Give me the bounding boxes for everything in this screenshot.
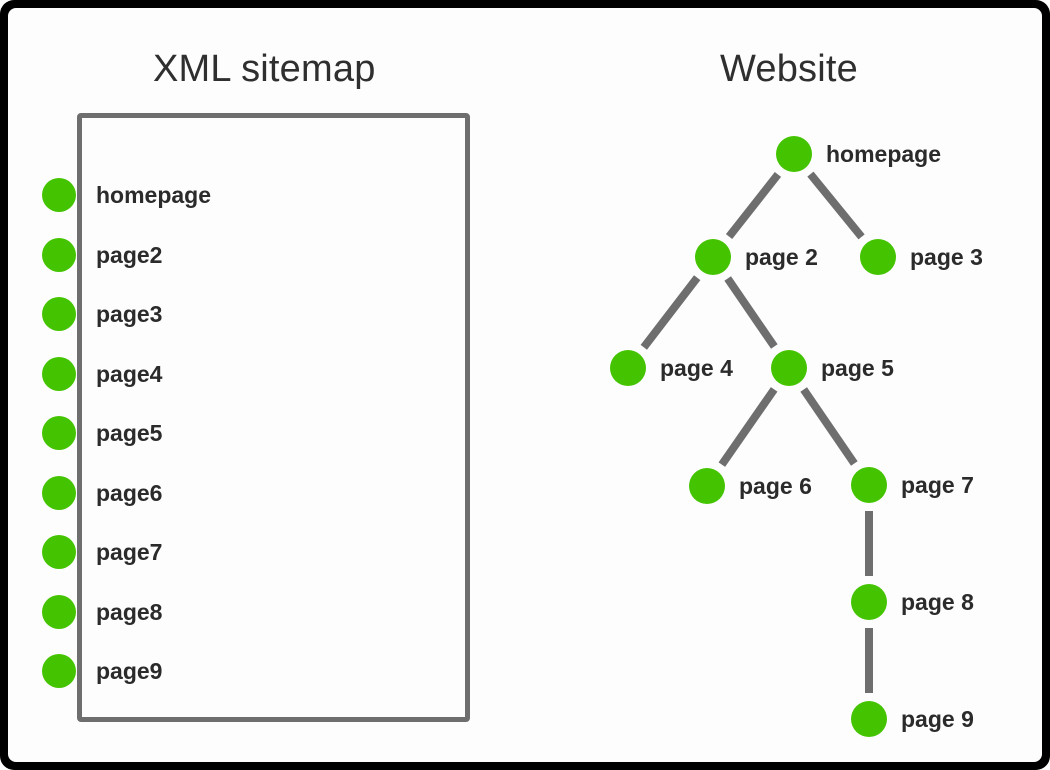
page-node-icon: [771, 350, 807, 386]
tree-node-label: page 5: [821, 354, 894, 381]
tree-edge: [807, 171, 865, 240]
sitemap-list-item: page2: [42, 235, 162, 275]
tree-edge: [800, 387, 858, 466]
tree-node-label: homepage: [826, 140, 942, 167]
page-node-icon: [851, 467, 887, 503]
page-node-icon: [851, 584, 887, 620]
tree-node: page 8: [851, 584, 974, 620]
tree-node-label: page 9: [901, 705, 974, 732]
sitemap-list-item-label: page8: [96, 598, 163, 625]
page-dot-icon: [42, 535, 76, 569]
page-node-icon: [860, 239, 896, 275]
tree-node-label: page 8: [901, 588, 974, 615]
sitemap-list-item-label: page4: [96, 360, 163, 387]
tree-node-label: page 2: [745, 243, 818, 270]
tree-node-label: page 7: [901, 471, 974, 498]
tree-edge: [725, 171, 782, 240]
website-title: Website: [720, 48, 858, 90]
page-node-icon: [689, 468, 725, 504]
page-dot-icon: [42, 476, 76, 510]
tree-edges: [640, 171, 873, 693]
page-node-icon: [610, 350, 646, 386]
sitemap-list-item-label: page9: [96, 657, 163, 684]
xml-sitemap-box: [77, 113, 470, 722]
sitemap-list-item-label: page7: [96, 538, 163, 565]
page-dot-icon: [42, 595, 76, 629]
tree-node-label: page 6: [739, 472, 812, 499]
website-tree: homepage page 2 page 3 page 4 page 5 page 6 pa…: [8, 8, 1042, 762]
sitemap-list-item: page9: [42, 651, 162, 691]
tree-node: page 5: [771, 350, 894, 386]
tree-node-label: page 3: [910, 243, 983, 270]
sitemap-list-item-label: page6: [96, 479, 163, 506]
sitemap-list-item: page6: [42, 473, 162, 513]
sitemap-list-item-label: page3: [96, 300, 163, 327]
tree-node: page 3: [860, 239, 983, 275]
tree-node-label: page 4: [660, 354, 733, 381]
tree-node: page 4: [610, 350, 733, 386]
tree-edge: [724, 276, 778, 349]
page-dot-icon: [42, 654, 76, 688]
sitemap-list-item: homepage: [42, 175, 211, 215]
tree-node: page 2: [695, 239, 818, 275]
sitemap-list-item-label: homepage: [96, 181, 212, 208]
page-dot-icon: [42, 297, 76, 331]
page-dot-icon: [42, 238, 76, 272]
tree-node: page 9: [851, 701, 974, 737]
diagram-canvas: XML sitemap Website homepage page2 page3 pa…: [8, 8, 1042, 762]
page-node-icon: [695, 239, 731, 275]
tree-node: homepage: [776, 136, 941, 172]
sitemap-list-item-label: page5: [96, 419, 163, 446]
tree-edge: [640, 275, 701, 350]
sitemap-list-item-label: page2: [96, 241, 163, 268]
sitemap-list-item: page5: [42, 413, 162, 453]
tree-node: page 6: [689, 468, 812, 504]
sitemap-list-item: page7: [42, 532, 162, 572]
page-dot-icon: [42, 357, 76, 391]
sitemap-list-item: page3: [42, 294, 162, 334]
page-node-icon: [776, 136, 812, 172]
page-node-icon: [851, 701, 887, 737]
tree-edge: [718, 387, 778, 467]
xml-sitemap-title: XML sitemap: [153, 48, 376, 90]
page-dot-icon: [42, 416, 76, 450]
tree-node: page 7: [851, 467, 974, 503]
sitemap-list-item: page8: [42, 592, 162, 632]
page-dot-icon: [42, 178, 76, 212]
sitemap-list-item: page4: [42, 354, 162, 394]
